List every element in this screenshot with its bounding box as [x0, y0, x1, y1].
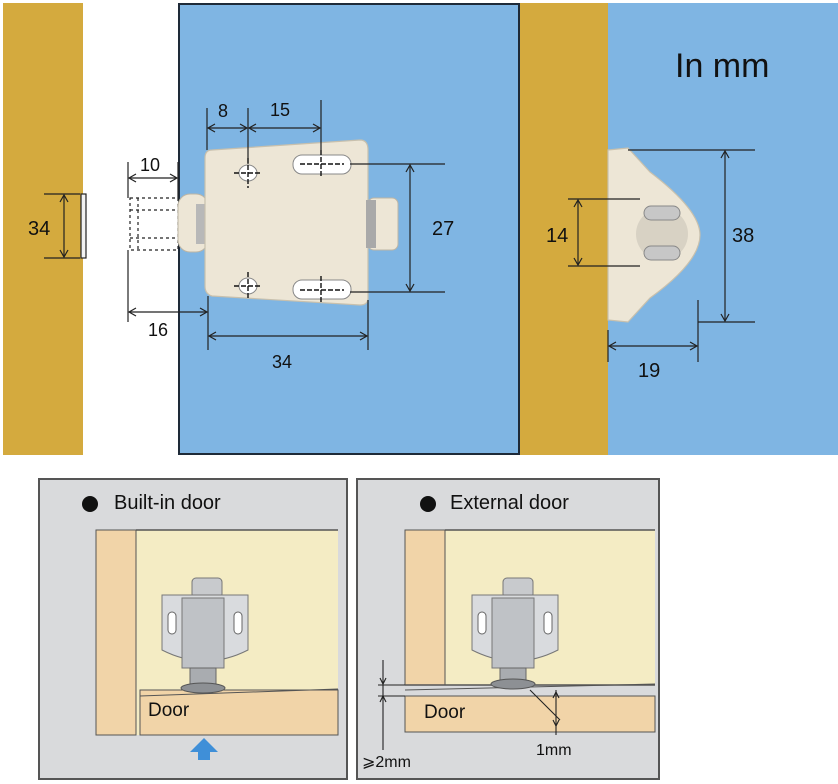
dim-label-27: 27 — [432, 218, 455, 240]
builtin-bullet-icon — [82, 496, 98, 512]
external-gap-dims — [378, 660, 561, 750]
gap-label: ⩾2mm — [362, 754, 411, 771]
latch-body — [177, 139, 399, 306]
dim-label-38: 38 — [732, 225, 755, 247]
dim-line-8 — [206, 108, 249, 164]
dim-label-16: 16 — [148, 320, 169, 340]
dim-label-8: 8 — [218, 101, 229, 121]
dim-line-left-34 — [44, 193, 80, 259]
external-door-label: Door — [424, 702, 466, 723]
right-wood-panel — [520, 3, 608, 455]
dim-label-34-bottom: 34 — [272, 352, 293, 372]
door-edge-strip — [80, 193, 87, 259]
offset-label: 1mm — [536, 742, 572, 759]
dim-label-14: 14 — [546, 225, 569, 247]
builtin-door-label: Door — [148, 700, 190, 721]
unit-note: In mm — [675, 47, 770, 85]
dim-line-14 — [568, 198, 640, 267]
dim-line-10 — [127, 162, 179, 198]
dim-label-10: 10 — [140, 155, 161, 175]
builtin-panel-title: Built-in door — [114, 492, 221, 514]
external-bullet-icon — [420, 496, 436, 512]
dim-line-34-bottom — [207, 300, 369, 350]
dim-label-left-height: 34 — [28, 218, 51, 240]
external-door-drawing — [404, 529, 656, 733]
dim-line-27 — [350, 163, 445, 293]
dim-line-19 — [607, 300, 699, 362]
builtin-door-drawing — [95, 529, 339, 736]
hole-center-marks — [234, 150, 344, 304]
dim-line-38 — [628, 149, 755, 323]
strike-plate — [607, 147, 701, 323]
external-panel-title: External door — [450, 492, 569, 514]
dim-label-15: 15 — [270, 100, 291, 120]
dim-line-16 — [127, 250, 209, 322]
dashed-push-rod — [129, 197, 179, 251]
dim-label-19: 19 — [638, 360, 661, 382]
dim-line-15 — [247, 100, 322, 150]
left-wood-panel — [3, 3, 83, 455]
push-arrow-icon — [190, 738, 218, 760]
